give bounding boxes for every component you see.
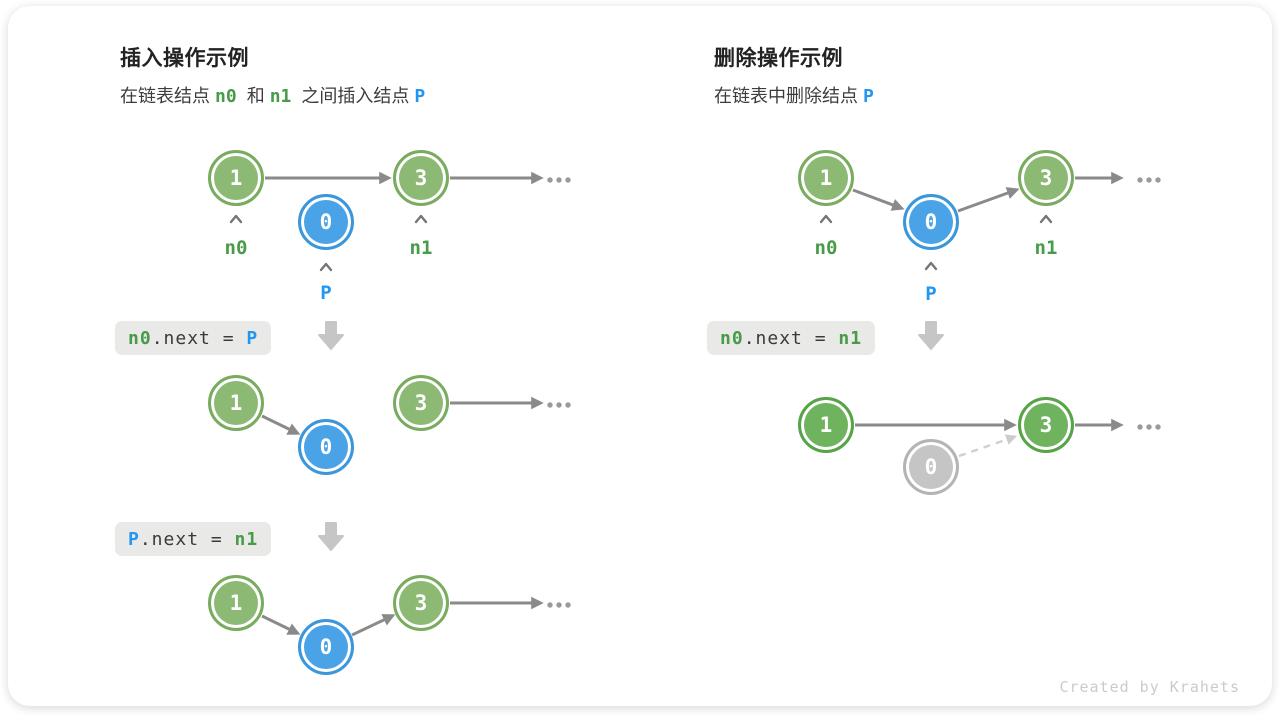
list-node-3: 3	[393, 150, 449, 206]
list-node-3: 3	[1018, 397, 1074, 453]
list-node-1: 1	[798, 397, 854, 453]
down-block-arrow-icon	[317, 321, 345, 351]
code-chip: P.next = n1	[115, 522, 272, 556]
insert-section-title: 插入操作示例	[120, 47, 249, 70]
caret-up-icon	[319, 259, 333, 272]
code-chip-segment: .next =	[151, 327, 247, 349]
code-chip-segment: .next =	[139, 528, 235, 550]
list-node-3: 3	[393, 375, 449, 431]
code-chip-segment: n1	[838, 327, 863, 349]
code-chip-segment: P	[128, 528, 140, 550]
subtitle-segment: P	[863, 86, 874, 107]
list-node-0: 0	[298, 619, 354, 675]
subtitle-segment: 在链表结点	[120, 86, 210, 106]
code-chip: n0.next = n1	[707, 321, 876, 355]
down-block-arrow-icon	[317, 522, 345, 552]
caret-up-icon	[1039, 211, 1053, 224]
list-node-1: 1	[208, 375, 264, 431]
code-chip-segment: P	[246, 327, 259, 349]
subtitle-segment: 在链表中删除结点	[714, 86, 858, 106]
node-pointer-label: n0	[814, 237, 838, 259]
code-chip-segment: .next =	[743, 327, 839, 349]
list-node-1: 1	[208, 150, 264, 206]
list-node-0: 0	[903, 439, 959, 495]
list-node-0: 0	[298, 419, 354, 475]
caret-up-icon	[414, 211, 428, 224]
down-block-arrow-icon	[917, 321, 945, 351]
node-pointer-label: P	[320, 282, 332, 304]
delete-section-title: 删除操作示例	[714, 47, 843, 70]
list-node-1: 1	[798, 150, 854, 206]
list-node-3: 3	[393, 575, 449, 631]
watermark: Created by Krahets	[1059, 678, 1240, 696]
node-pointer-label: P	[925, 283, 937, 305]
code-chip: n0.next = P	[115, 321, 272, 355]
list-node-0: 0	[298, 194, 354, 250]
node-pointer-label: n1	[1034, 237, 1058, 259]
list-node-3: 3	[1018, 150, 1074, 206]
subtitle-segment: P	[414, 86, 426, 107]
caret-up-icon	[229, 211, 243, 224]
code-chip-segment: n1	[234, 528, 259, 550]
subtitle-segment: 和	[241, 86, 265, 106]
subtitle-segment: 之间插入结点	[296, 86, 410, 106]
caret-up-icon	[819, 211, 833, 224]
subtitle-segment: n0	[215, 86, 237, 107]
caret-up-icon	[924, 258, 938, 271]
code-chip-segment: n0	[720, 327, 744, 349]
list-node-0: 0	[903, 194, 959, 250]
subtitle-segment: n1	[269, 86, 292, 107]
node-pointer-label: n1	[409, 237, 433, 259]
list-node-1: 1	[208, 575, 264, 631]
code-chip-segment: n0	[128, 327, 152, 349]
node-pointer-label: n0	[224, 237, 248, 259]
